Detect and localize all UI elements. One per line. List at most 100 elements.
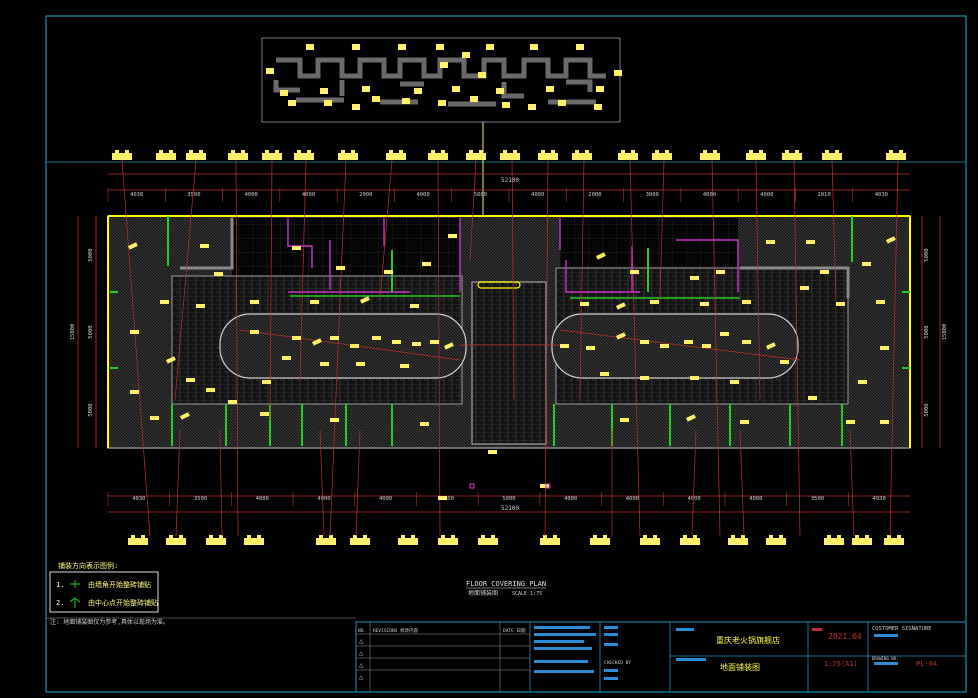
top-fixture-19 <box>822 150 842 160</box>
bottom-fixture-11 <box>590 535 610 545</box>
top-fixture-12 <box>538 150 558 160</box>
dim-bottom-9: 4000 <box>626 496 639 502</box>
top-fixture-16 <box>700 150 720 160</box>
project-name: 重庆老火锅旗舰店 <box>716 635 780 645</box>
bottom-fixture-5 <box>316 535 336 545</box>
bottom-fixture-18 <box>884 535 904 545</box>
top-fixture-row <box>112 150 906 160</box>
legend-item-1-num: 1. <box>56 581 64 589</box>
dim-top-12: 4000 <box>760 192 773 198</box>
dim-top-7: 5000 <box>474 192 487 198</box>
bottom-fixture-9 <box>478 535 498 545</box>
bottom-fixture-6 <box>350 535 370 545</box>
dim-bottom-10: 4000 <box>687 496 700 502</box>
drawing-title-group: FLOOR COVERING PLAN 地面铺装图 SCALE 1:75 <box>466 580 546 597</box>
bottom-fixture-10 <box>540 535 560 545</box>
dim-left-2: 5000 <box>88 325 94 338</box>
top-fixture-10 <box>466 150 486 160</box>
dim-right-total: 15000 <box>942 324 948 341</box>
bottom-fixture-row <box>128 535 904 545</box>
top-fixture-3 <box>186 150 206 160</box>
dim-bottom-4: 4000 <box>317 496 330 502</box>
top-fixture-14 <box>618 150 638 160</box>
rev-header-date: DATE 日期 <box>503 628 526 634</box>
checked-by-label: CHECKED BY <box>604 660 631 666</box>
top-fixture-17 <box>746 150 766 160</box>
legend-box <box>49 571 159 613</box>
dim-left-3: 5000 <box>88 403 94 416</box>
dim-top-2: 3500 <box>187 192 200 198</box>
bottom-fixture-16 <box>824 535 844 545</box>
sheet-name: 地面铺装图 <box>720 662 760 672</box>
dim-bottom-12: 3500 <box>811 496 824 502</box>
bottom-fixture-3 <box>206 535 226 545</box>
top-fixture-7 <box>338 150 358 160</box>
dim-bottom-13: 4030 <box>873 496 886 502</box>
bottom-fixture-2 <box>166 535 186 545</box>
bottom-fixture-7 <box>398 535 418 545</box>
bottom-fixture-15 <box>766 535 786 545</box>
legend-item-2-num: 2. <box>56 599 64 607</box>
drawing-no-label: DRAWING NO. <box>872 656 899 661</box>
rev-row-4: △ <box>359 673 364 681</box>
dim-top-13: 2010 <box>817 192 830 198</box>
legend-heading: 铺装方向表示图例: <box>58 561 118 570</box>
top-fixture-2 <box>156 150 176 160</box>
bottom-fixture-13 <box>680 535 700 545</box>
dim-top-5: 2000 <box>359 192 372 198</box>
dim-top-11: 4000 <box>703 192 716 198</box>
top-fixture-13 <box>572 150 592 160</box>
dim-bottom-3: 4000 <box>256 496 269 502</box>
rev-row-2: △ <box>359 649 364 657</box>
detail-inset <box>261 37 622 282</box>
bottom-fixture-1 <box>128 535 148 545</box>
bottom-fixture-14 <box>728 535 748 545</box>
legend: 铺装方向表示图例: 1. 由墙角开始整砖铺贴 2. 由中心点开始整砖铺贴 注: … <box>46 561 356 626</box>
dim-bottom-2: 3500 <box>194 496 207 502</box>
dim-top-8: 4000 <box>531 192 544 198</box>
bottom-fixture-17 <box>852 535 872 545</box>
bottom-fixture-12 <box>640 535 660 545</box>
top-fixture-9 <box>428 150 448 160</box>
dim-top-6: 4000 <box>416 192 429 198</box>
dim-bottom-1: 4030 <box>132 496 145 502</box>
legend-item-2-text: 由中心点开始整砖铺贴 <box>88 598 158 607</box>
top-fixture-20 <box>886 150 906 160</box>
legend-symbol-2 <box>69 597 81 608</box>
drawing-title-en: FLOOR COVERING PLAN <box>466 580 546 588</box>
dim-bottom-6: 4000 <box>441 496 454 502</box>
rev-row-3: △ <box>359 661 364 669</box>
dim-top-3: 4000 <box>245 192 258 198</box>
legend-item-1-text: 由墙角开始整砖铺贴 <box>88 580 151 589</box>
dimension-left: 5000 5000 5000 15000 <box>70 216 97 448</box>
top-fixture-11 <box>500 150 520 160</box>
title-block: NO. REVISIONS 修改内容 DATE 日期 △ △ △ △ CHECK… <box>355 621 967 693</box>
bottom-fixture-8 <box>438 535 458 545</box>
top-fixture-18 <box>782 150 802 160</box>
dim-right-2: 5000 <box>924 325 930 338</box>
dim-left-1: 5000 <box>88 248 94 261</box>
legend-symbol-1 <box>70 580 80 588</box>
overall-width-top: 52100 <box>501 177 519 184</box>
scale-value: 1:75(A1) <box>824 660 858 668</box>
top-fixture-4 <box>228 150 248 160</box>
rev-header-no: NO. <box>358 628 366 634</box>
dim-top-10: 3000 <box>646 192 659 198</box>
dim-top-4: 4000 <box>302 192 315 198</box>
floor-plan <box>107 159 911 537</box>
dim-top-1: 4030 <box>130 192 143 198</box>
rev-row-1: △ <box>359 637 364 645</box>
drawing-title-cn: 地面铺装图 <box>468 589 498 597</box>
dim-right-3: 5000 <box>924 403 930 416</box>
drawing-number: PL-04 <box>916 660 937 668</box>
top-fixture-6 <box>294 150 314 160</box>
dimension-top: 52100 4030 3500 4000 4000 2000 4000 5000 4000 20… <box>107 173 910 202</box>
dim-bottom-8: 4000 <box>564 496 577 502</box>
top-fixture-1 <box>112 150 132 160</box>
bottom-fixture-4 <box>244 535 264 545</box>
drawing-scale: SCALE 1:75 <box>512 591 542 597</box>
rev-header-desc: REVISIONS 修改内容 <box>373 627 419 634</box>
company-info-placeholder <box>534 626 898 680</box>
